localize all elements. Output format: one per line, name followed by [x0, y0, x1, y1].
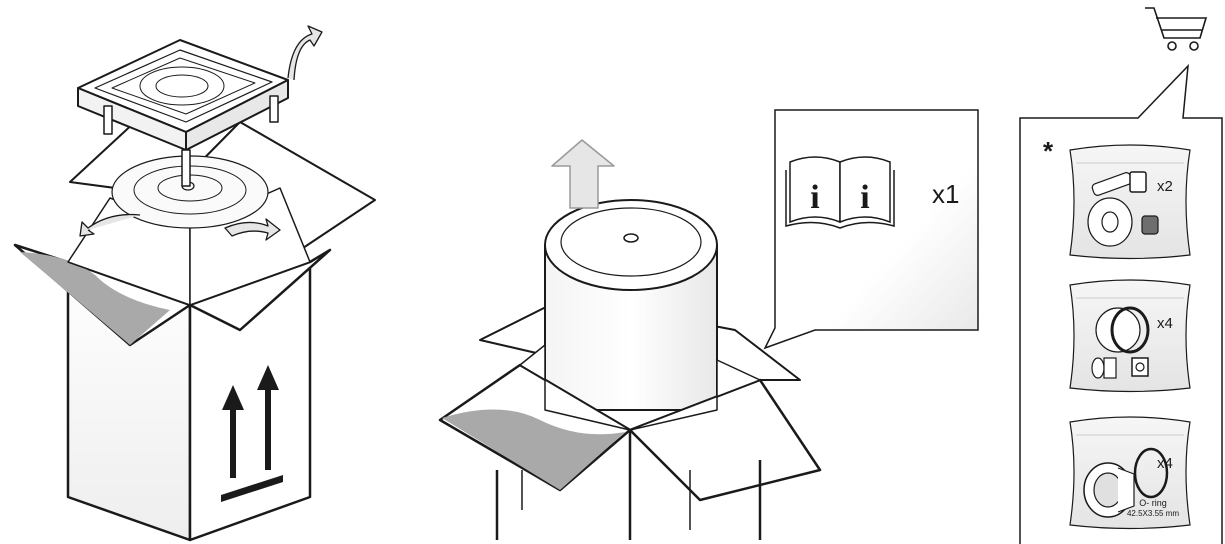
- bag3-quantity: x4: [1157, 455, 1173, 472]
- accessory-panel: [1019, 63, 1223, 544]
- shopping-cart-icon: [1145, 7, 1208, 51]
- svg-text:i: i: [860, 179, 869, 216]
- manual-book-icon: i i: [785, 156, 895, 229]
- accessory-bag-3: x4 O- ring 42.5X3.55 mm: [1069, 416, 1191, 530]
- accessory-bag-2: x4: [1069, 279, 1191, 393]
- bag2-quantity: x4: [1157, 315, 1173, 332]
- oring-size: 42.5X3.55 mm: [1127, 509, 1179, 518]
- step1-box: [13, 107, 376, 542]
- manual-quantity: x1: [932, 179, 959, 209]
- this-side-up-icon: [221, 365, 283, 502]
- accessory-bag-1: x2: [1069, 144, 1191, 260]
- accessory-marker: *: [1043, 136, 1054, 166]
- step2-box: [438, 139, 822, 540]
- lift-arrow-icon: [551, 139, 615, 209]
- lift-curve-arrow-icon: [287, 25, 323, 81]
- manual-callout: i i x1: [763, 109, 979, 350]
- product-top: [544, 199, 718, 291]
- svg-text:i: i: [810, 179, 819, 216]
- oring-label: O- ring: [1139, 498, 1167, 508]
- step1-top-packing: [77, 25, 323, 187]
- bag1-quantity: x2: [1157, 178, 1173, 195]
